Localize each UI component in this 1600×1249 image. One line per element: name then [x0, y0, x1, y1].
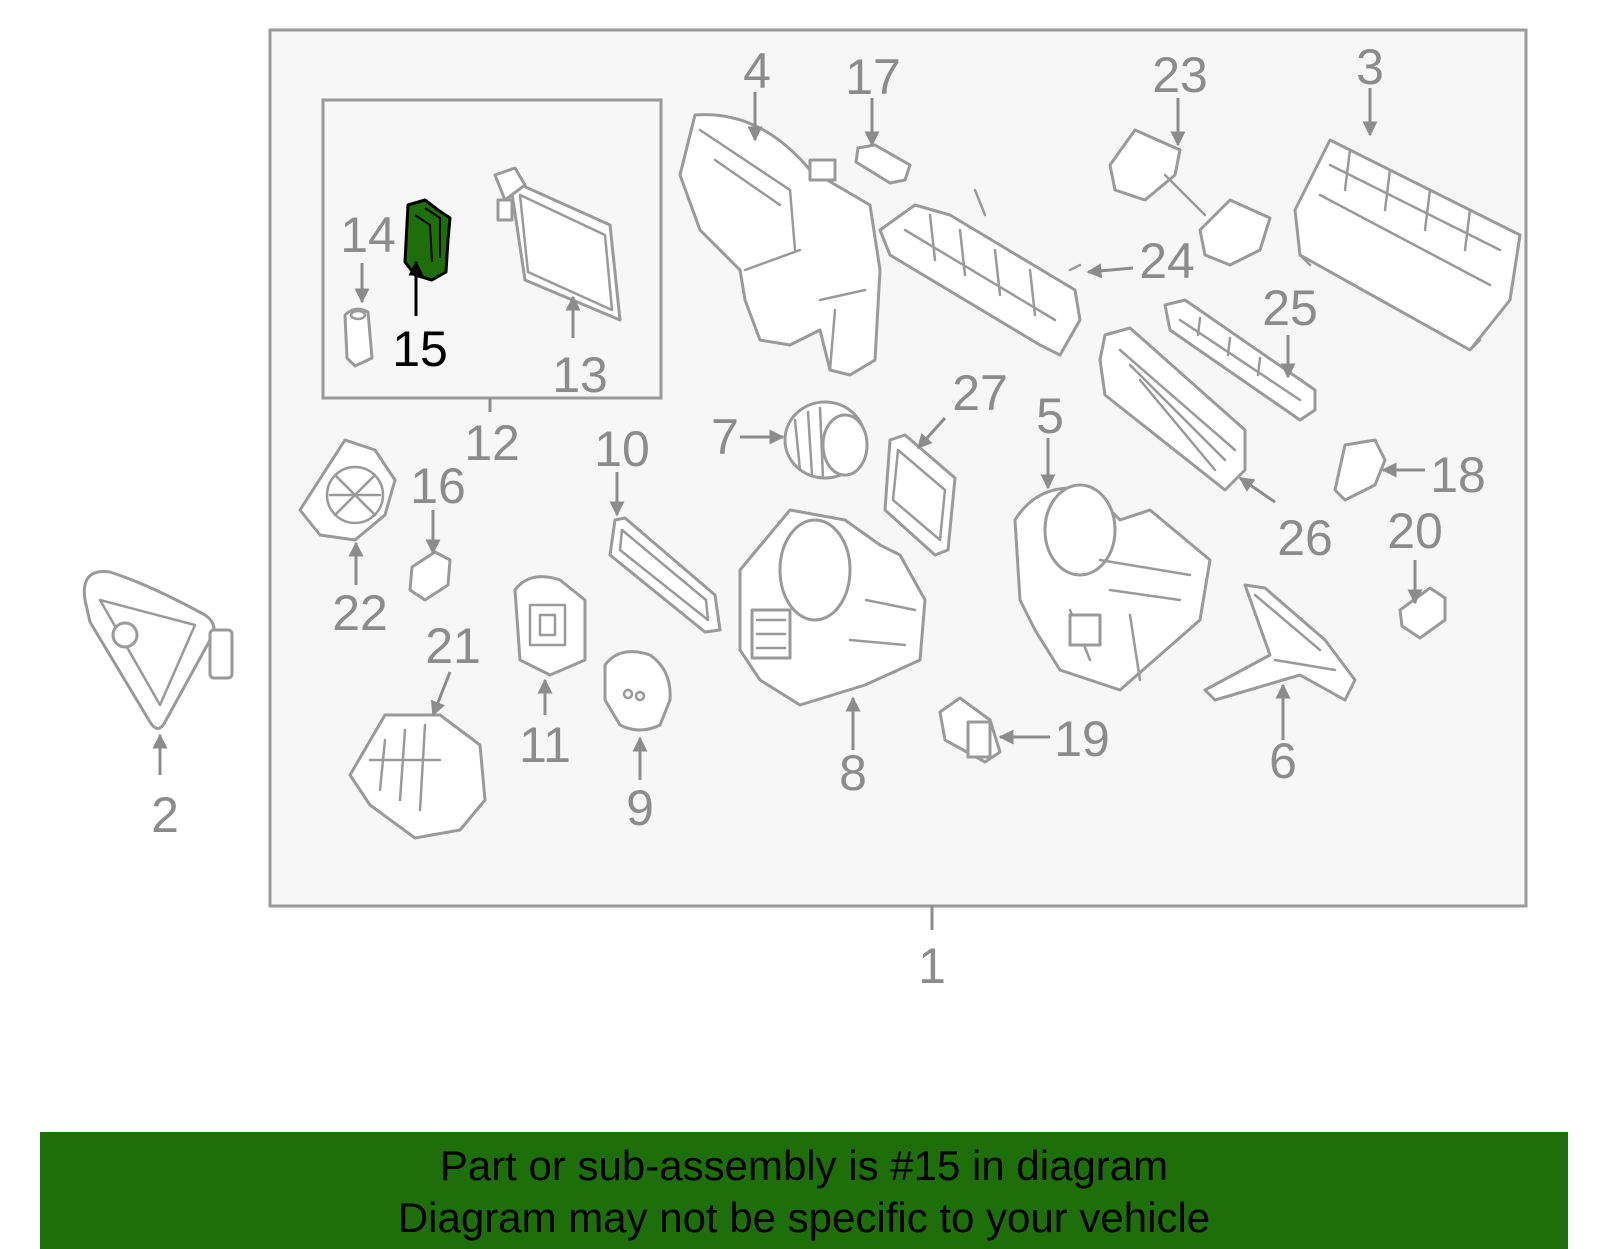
- part-3-drawing: [1293, 138, 1522, 352]
- part-5-drawing: [1013, 483, 1212, 692]
- part-25-drawing: [1163, 298, 1317, 422]
- part-10-drawing: [608, 516, 722, 634]
- part-14-drawing: [343, 307, 374, 368]
- callout-14: 14: [340, 207, 396, 263]
- part-23-drawing: [1108, 128, 1272, 267]
- callout-12: 12: [464, 415, 520, 471]
- subassembly-frame: [321, 98, 663, 400]
- part-13-drawing: [493, 166, 622, 322]
- part-11-drawing: [513, 575, 587, 677]
- callout-2: 2: [151, 787, 179, 843]
- part-4-drawing: [678, 113, 882, 377]
- callout-20: 20: [1387, 503, 1443, 559]
- callout-27: 27: [952, 365, 1008, 421]
- part-22-drawing: [298, 438, 397, 542]
- callout-19: 19: [1054, 711, 1110, 767]
- callout-15: 15: [392, 321, 448, 377]
- callout-4: 4: [743, 43, 771, 99]
- callout-26: 26: [1277, 510, 1333, 566]
- banner-line-1: Part or sub-assembly is #15 in diagram: [439, 1142, 1169, 1189]
- banner-line-2: Diagram may not be specific to your vehi…: [397, 1194, 1211, 1241]
- part-24-drawing: [878, 188, 1082, 357]
- callout-22: 22: [332, 585, 388, 641]
- part-2-drawing: [82, 570, 234, 730]
- leader-24: [1086, 263, 1134, 279]
- callout-6: 6: [1269, 733, 1297, 789]
- part-18-drawing: [1333, 438, 1387, 502]
- callout-18: 18: [1430, 447, 1486, 503]
- callout-24: 24: [1139, 233, 1195, 289]
- part-20-drawing: [1398, 586, 1447, 640]
- part-9-drawing: [603, 650, 672, 732]
- callout-10: 10: [594, 421, 650, 477]
- part-27-drawing: [883, 433, 957, 557]
- callout-21: 21: [425, 618, 481, 674]
- part-6-drawing: [1203, 583, 1357, 702]
- callout-13: 13: [552, 347, 608, 403]
- leader-27: [916, 416, 947, 450]
- part-19-drawing: [938, 696, 1002, 764]
- part-21-drawing: [348, 713, 487, 840]
- info-banner: Part or sub-assembly is #15 in diagram D…: [40, 1132, 1568, 1249]
- part-26-drawing: [1098, 326, 1247, 492]
- callout-11: 11: [519, 717, 571, 773]
- part-7-drawing: [783, 400, 869, 480]
- part-15-drawing: [403, 198, 452, 282]
- leader-26: [1238, 476, 1276, 504]
- part-8-drawing: [738, 508, 927, 707]
- callout-23: 23: [1152, 47, 1208, 103]
- callout-8: 8: [839, 745, 867, 801]
- callout-7: 7: [711, 409, 739, 465]
- callout-16: 16: [410, 458, 466, 514]
- callout-3: 3: [1356, 39, 1384, 95]
- leader-21: [430, 671, 452, 717]
- callout-25: 25: [1262, 280, 1318, 336]
- callout-9: 9: [626, 780, 654, 836]
- callout-5: 5: [1036, 388, 1064, 444]
- callout-17: 17: [845, 49, 901, 105]
- callout-1: 1: [918, 938, 946, 994]
